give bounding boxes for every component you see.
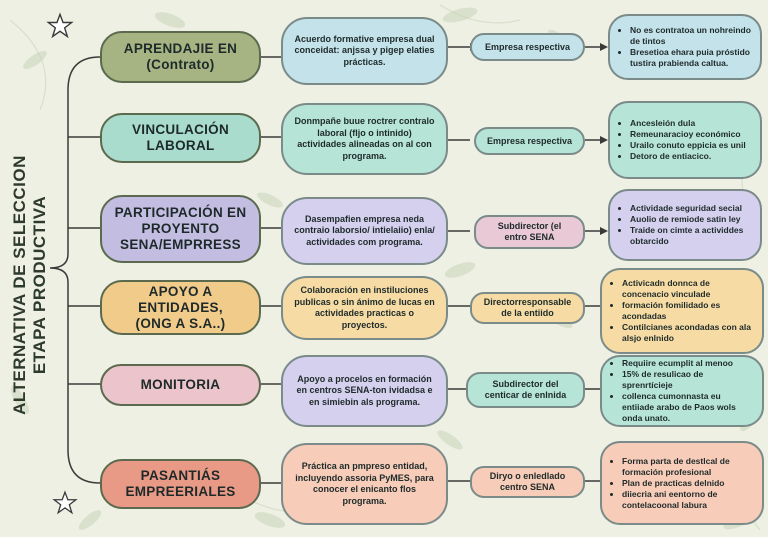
category-box: MONITORIA: [100, 364, 261, 406]
description-box: Colaboración en instiluciones publicas o…: [281, 276, 448, 340]
details-box: Ancesleión dulaRemeunaracioy económicoUr…: [608, 101, 762, 179]
details-box: Activicadn donnca de concenacio vinculad…: [600, 268, 764, 354]
description-box: Práctica an pmpreso entidad, incluyendo …: [281, 443, 448, 525]
details-list: Forma parta de destlcal de formación pro…: [608, 456, 754, 511]
title-line-1: ALTERNATIVA DE SELECCION: [10, 155, 29, 415]
details-list: No es contratoa un nohreindo de tintosBr…: [616, 25, 752, 69]
details-box: Requiire ecumplit al menoo15% de resulic…: [600, 355, 764, 427]
details-box: No es contratoa un nohreindo de tintosBr…: [608, 14, 762, 80]
description-box: Dasempafien empresa neda contraio labors…: [281, 197, 448, 265]
title-line-2: ETAPA PRODUCTIVA: [30, 195, 49, 375]
details-list: Ancesleión dulaRemeunaracioy económicoUr…: [616, 118, 746, 162]
category-box: APRENDAJIE EN(Contrato): [100, 31, 261, 83]
vertical-title: ALTERNATIVA DE SELECCION ETAPA PRODUCTIV…: [0, 85, 65, 485]
detail-item: Requiire ecumplit al menoo: [622, 358, 754, 369]
description-box: Acuerdo formative empresa dual conceidat…: [281, 17, 448, 85]
detail-item: Contilcianes acondadas con ala alsjo enl…: [622, 322, 754, 344]
detail-item: 15% de resulicao de sprenrtícieje: [622, 369, 754, 391]
detail-item: Activicadn donnca de concenacio vinculad…: [622, 278, 754, 300]
detail-item: Urailo conuto eppicia es unil: [630, 140, 746, 151]
detail-item: Traide on cimte a actividdes obtarcido: [630, 225, 752, 247]
star-icon: [52, 490, 78, 515]
details-list: Actividade seguridad secialAuolio de rem…: [616, 203, 752, 247]
detail-item: Bresetioa ehara puia próstido tustira pr…: [630, 47, 752, 69]
description-box: Donmpañe buue roctrer contralo laboral (…: [281, 103, 448, 175]
detail-item: Forma parta de destlcal de formación pro…: [622, 456, 754, 478]
details-box: Forma parta de destlcal de formación pro…: [600, 441, 764, 525]
detail-item: Auolio de remiode satin ley: [630, 214, 752, 225]
detail-item: Remeunaracioy económico: [630, 129, 746, 140]
detail-item: Actividade seguridad secial: [630, 203, 752, 214]
detail-item: Detoro de entiacico.: [630, 151, 746, 162]
detail-item: formación fomilidado es acondadas: [622, 300, 754, 322]
detail-item: diiecria ani eentorno de contelacoonal l…: [622, 489, 754, 511]
details-list: Requiire ecumplit al menoo15% de resulic…: [608, 358, 754, 424]
description-box: Apoyo a procelos en formación en centros…: [281, 355, 448, 427]
detail-item: collenca cumonnasta eu entiiade arabo de…: [622, 391, 754, 424]
star-icon: [46, 12, 74, 39]
details-list: Activicadn donnca de concenacio vinculad…: [608, 278, 754, 344]
responsible-box: Empresa respectiva: [474, 127, 585, 155]
details-box: Actividade seguridad secialAuolio de rem…: [608, 189, 762, 261]
detail-item: No es contratoa un nohreindo de tintos: [630, 25, 752, 47]
detail-item: Ancesleión dula: [630, 118, 746, 129]
detail-item: Plan de practicas delnido: [622, 478, 754, 489]
responsible-box: Empresa respectiva: [470, 33, 585, 61]
